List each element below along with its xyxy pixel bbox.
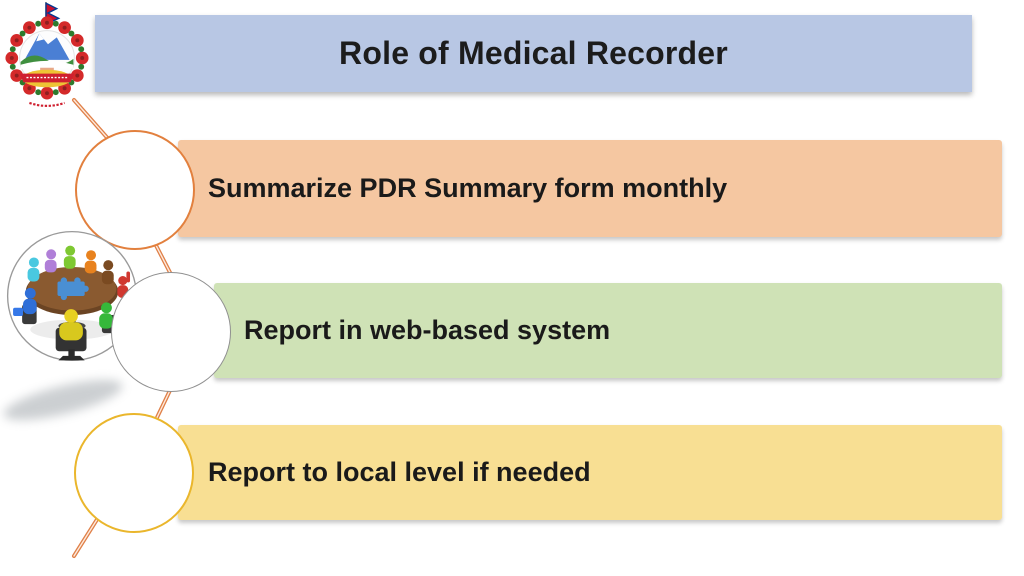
item-label-2: Report in web-based system <box>244 315 611 345</box>
slide-title: Role of Medical Recorder <box>339 35 728 71</box>
item-bar-2: Report in web-based system <box>214 283 1002 378</box>
item-label-1: Summarize PDR Summary form monthly <box>208 173 728 203</box>
title-bar: Role of Medical Recorder <box>95 15 972 92</box>
decorative-circle-1 <box>75 130 195 250</box>
item-bar-1: Summarize PDR Summary form monthly <box>178 140 1002 237</box>
decorative-circle-3 <box>74 413 194 533</box>
decorative-circle-2 <box>111 272 231 392</box>
item-bar-3: Report to local level if needed <box>178 425 1002 520</box>
nepal-government-emblem-icon <box>5 2 89 107</box>
item-label-3: Report to local level if needed <box>208 457 591 487</box>
team-meeting-clipart <box>6 230 138 362</box>
